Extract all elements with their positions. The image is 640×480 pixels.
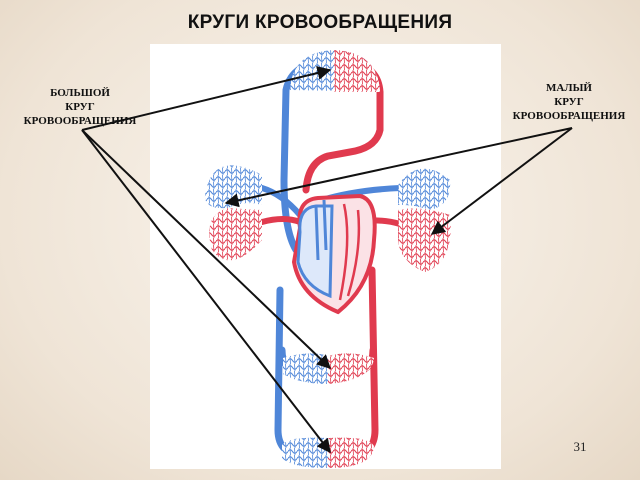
big-circle-label-line-2: КРУГ [65,101,95,113]
big-circle-label-line-1: БОЛЬШОЙ [50,87,110,99]
big-circle-label: БОЛЬШОЙ КРУГ КРОВООБРАЩЕНИЯ [10,86,150,128]
arrow-to-left-lung [224,127,573,208]
heart [291,193,377,315]
arrow-to-lower-capillaries [81,129,331,454]
arrow-to-upper-capillaries [81,66,332,131]
arrow-to-middle-capillaries [81,129,332,369]
small-circle-label: МАЛЫЙ КРУГ КРОВООБРАЩЕНИЯ [500,81,638,123]
page-number: 31 [573,439,587,454]
big-circle-arrows [81,66,332,454]
big-circle-label-line-3: КРОВООБРАЩЕНИЯ [23,115,137,127]
small-circle-arrows [224,127,573,235]
arrow-to-right-lung [430,127,573,235]
right-lung-capillaries [398,168,451,272]
small-circle-label-line-3: КРОВООБРАЩЕНИЯ [512,110,626,122]
small-circle-label-line-1: МАЛЫЙ [546,82,592,94]
slide-title: КРУГИ КРОВООБРАЩЕНИЯ [187,12,453,33]
lower-capillary-bed [282,437,374,468]
upper-capillary-bed [290,50,380,92]
small-circle-label-line-2: КРУГ [554,96,584,108]
